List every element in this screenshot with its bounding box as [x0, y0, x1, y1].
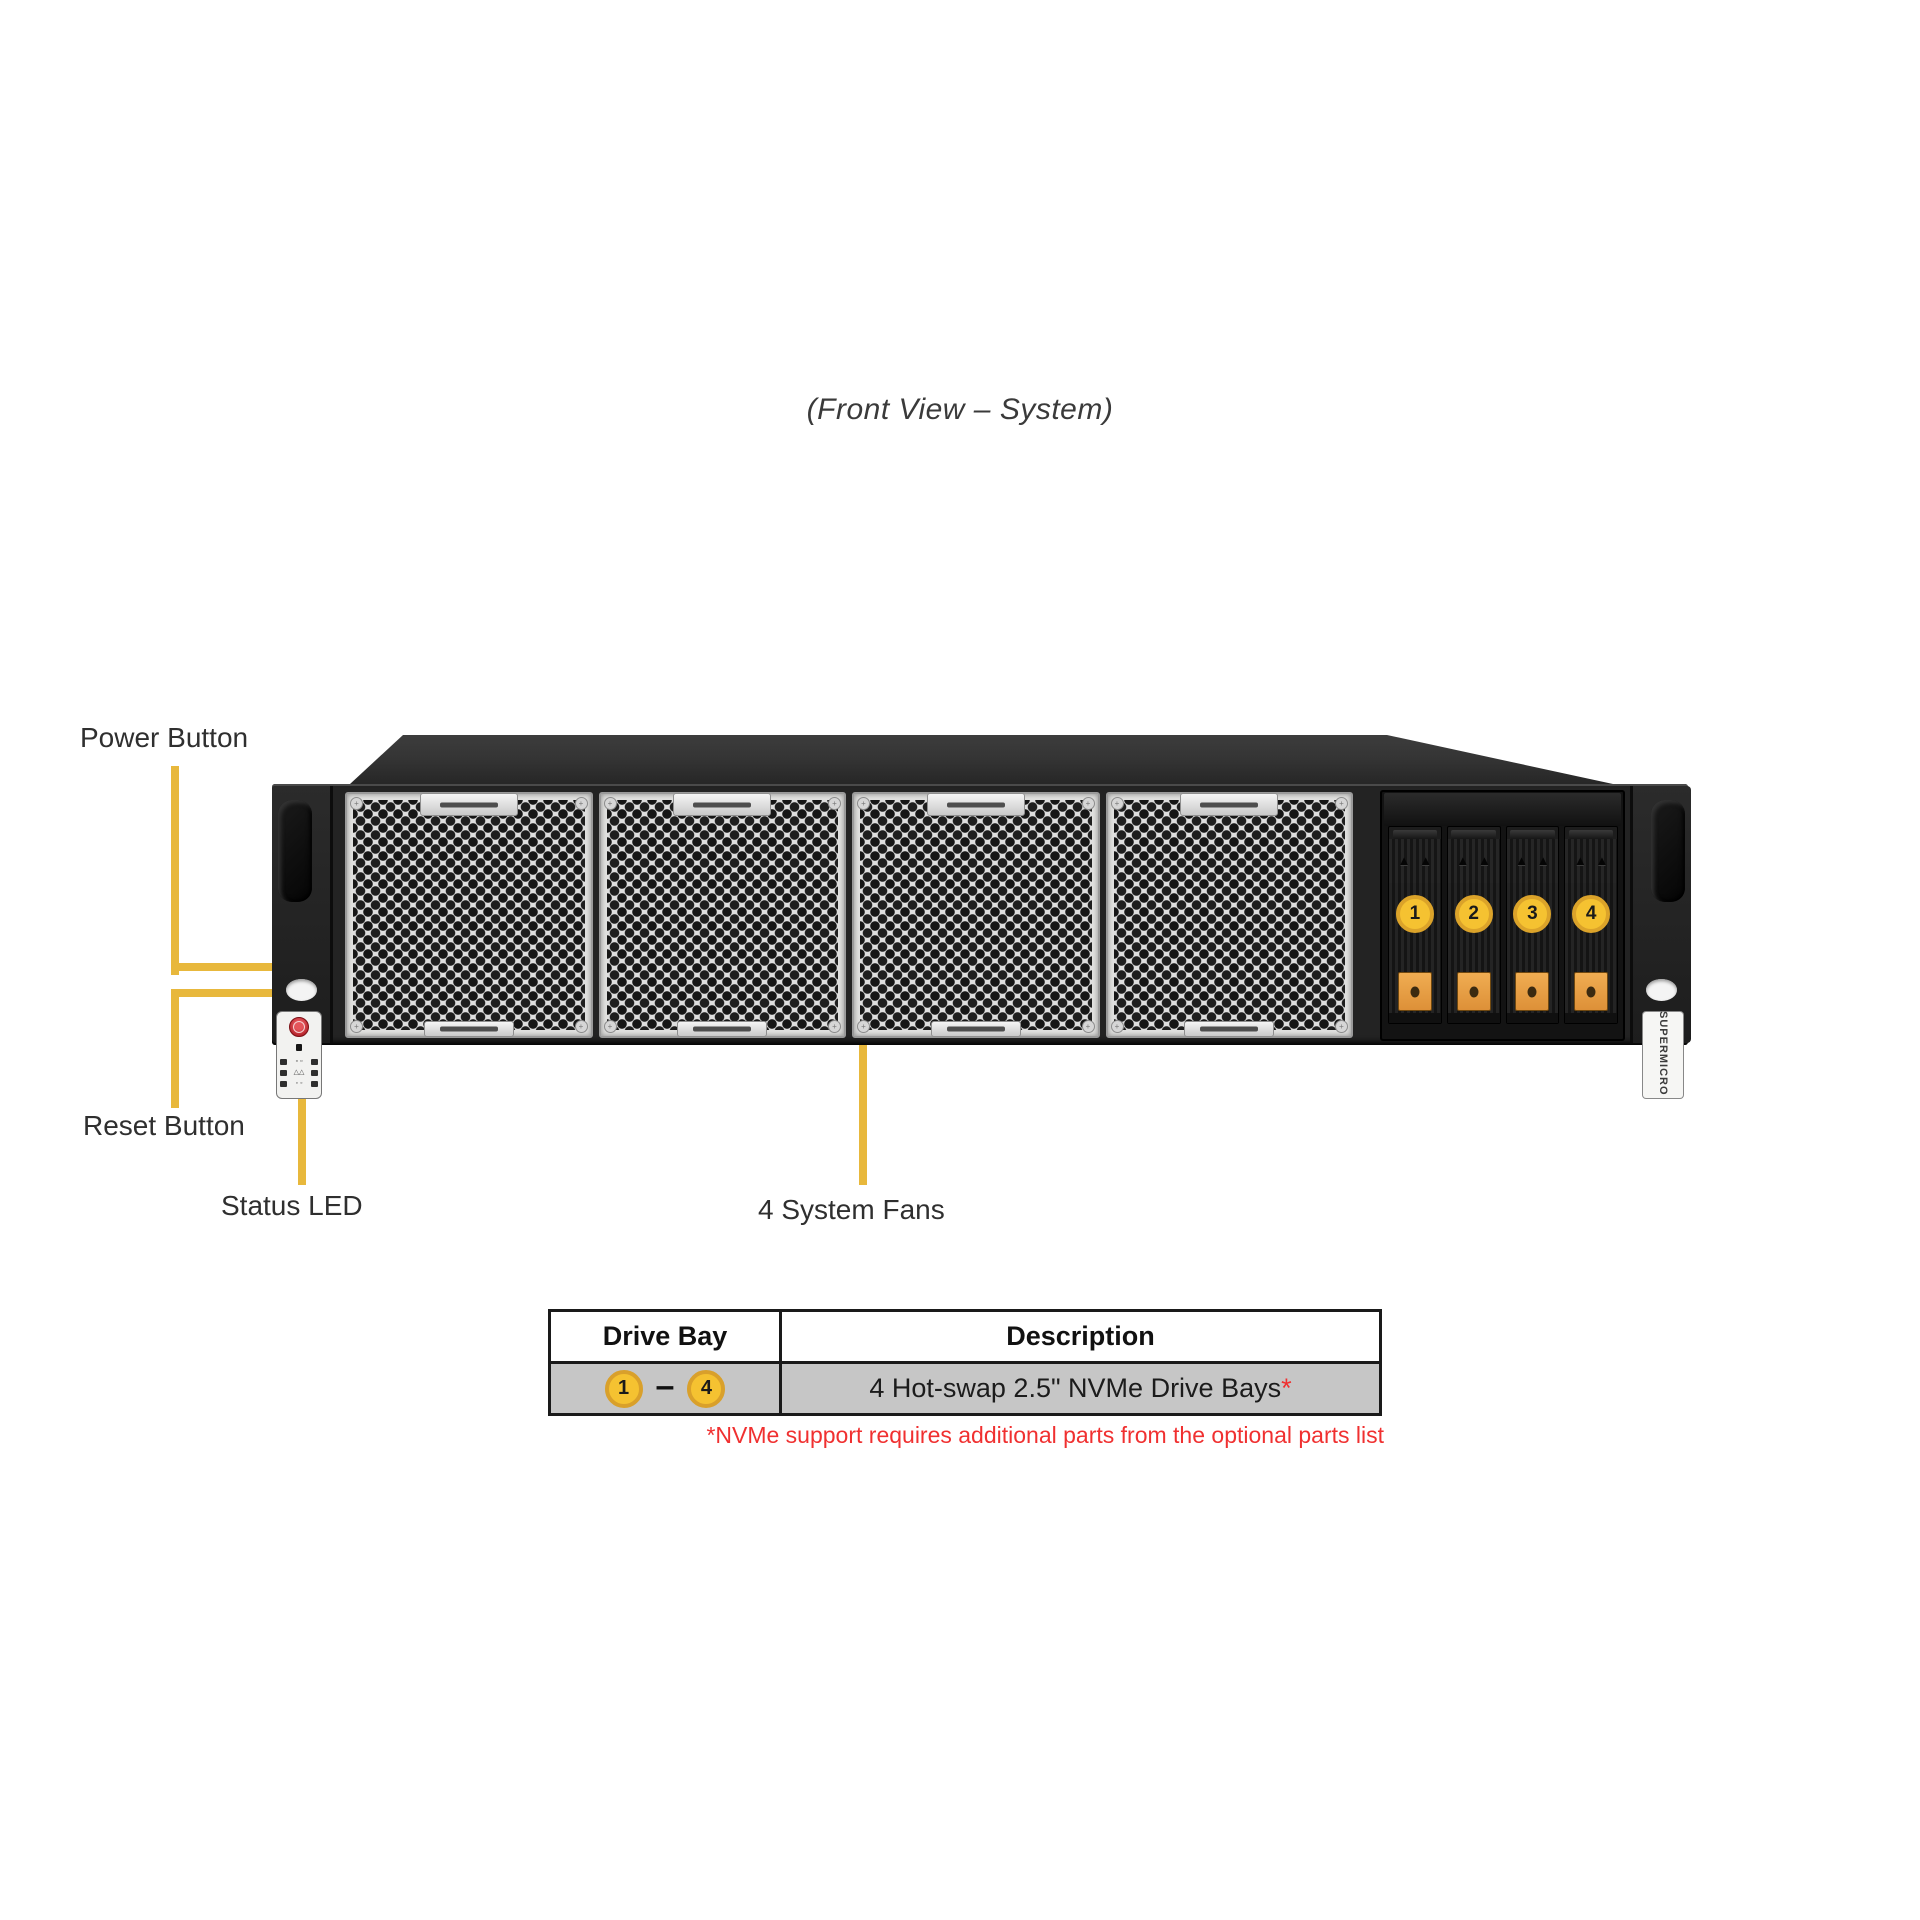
drive-bay-header: Drive Bay: [548, 1309, 782, 1364]
drive-tray: ▲▲ 1: [1388, 826, 1442, 1024]
fan-latch-top: [1180, 793, 1279, 816]
bay-start-badge: 1: [604, 1369, 643, 1408]
tray-latch-arrows: ▲▲: [1565, 839, 1617, 883]
fan-latch-bottom: [677, 1021, 768, 1037]
bay-range-dash: –: [655, 1366, 675, 1405]
left-handle: [278, 800, 312, 902]
bay-end-badge: 4: [687, 1369, 726, 1408]
fan-latch-bottom: [423, 1021, 514, 1037]
status-callout-line: [298, 1040, 306, 1185]
drive-tray: ▲▲ 3: [1505, 826, 1560, 1024]
chassis-top-face: [350, 735, 1613, 784]
fans-callout-line: [859, 1038, 867, 1185]
fan-grille: [860, 800, 1092, 1030]
screw-icon: +: [574, 1020, 588, 1033]
bay-description-text: 4 Hot-swap 2.5" NVMe Drive Bays: [869, 1373, 1282, 1403]
tray-bottom: [1389, 1013, 1441, 1023]
fan-module: + + + +: [598, 792, 846, 1038]
tray-handle: [1392, 830, 1438, 839]
bay-number-badge: 3: [1513, 895, 1552, 933]
screw-icon: +: [1110, 1020, 1124, 1033]
screw-icon: +: [828, 1020, 841, 1033]
brand-badge: SUPERMICRO: [1643, 1011, 1683, 1098]
screw-icon: +: [1081, 797, 1095, 810]
tray-latch-arrows: ▲▲: [1389, 839, 1441, 883]
tray-latch-arrows: ▲▲: [1447, 839, 1500, 883]
power-button: [289, 1017, 309, 1037]
server-chassis: ▫ ▫ △△ ◦ ◦ + + + + + + + + + + + + + + + + ▲▲ 1 ▲▲ 2 ▲▲ 3 ▲▲ 4…: [272, 728, 1691, 1098]
reset-callout-line: [171, 989, 294, 997]
reset-button-label: Reset Button: [83, 1110, 245, 1141]
fan-module: + + + +: [345, 792, 593, 1038]
system-fans-label: 4 System Fans: [758, 1194, 945, 1225]
status-led-label: Status LED: [221, 1190, 363, 1221]
table-header-row: Drive Bay Description: [548, 1309, 1382, 1364]
screw-icon: +: [1335, 797, 1348, 810]
left-ear-hole: [286, 979, 317, 1001]
page-title: (Front View – System): [806, 393, 1114, 426]
fan-latch-bottom: [1184, 1021, 1275, 1037]
tray-release-latch: [1397, 972, 1432, 1011]
nvme-footnote: *NVMe support requires additional parts …: [706, 1422, 1384, 1448]
fan-grille: [606, 800, 838, 1030]
tray-release-latch: [1574, 972, 1609, 1011]
power-callout-line: [171, 963, 289, 971]
tray-handle: [1451, 830, 1496, 839]
front-control-panel: ▫ ▫ △△ ◦ ◦: [277, 1012, 321, 1098]
screw-icon: +: [603, 797, 617, 810]
tray-bottom: [1565, 1013, 1617, 1023]
tray-release-latch: [1456, 972, 1491, 1011]
drive-tray-row: ▲▲ 1 ▲▲ 2 ▲▲ 3 ▲▲ 4: [1388, 826, 1618, 1024]
bay-range-cell: 1 – 4: [548, 1361, 782, 1416]
screw-icon: +: [1110, 797, 1124, 810]
fan-latch-bottom: [930, 1021, 1021, 1037]
footnote-asterisk: *: [1281, 1373, 1292, 1403]
tray-latch-arrows: ▲▲: [1506, 839, 1559, 883]
screw-icon: +: [350, 797, 363, 810]
description-header: Description: [779, 1309, 1382, 1364]
reset-callout-line: [171, 989, 179, 1108]
right-rack-ear: SUPERMICRO: [1630, 786, 1691, 1098]
fan-latch-top: [926, 793, 1025, 816]
tray-release-latch: [1515, 972, 1550, 1011]
screw-icon: +: [350, 1020, 363, 1033]
fan-module: + + + +: [1105, 792, 1353, 1038]
fan-grille: [353, 800, 585, 1030]
right-ear-hole: [1646, 979, 1677, 1001]
screw-icon: +: [857, 1020, 870, 1033]
fan-latch-top: [673, 793, 772, 816]
drive-cage-bezel: [1384, 793, 1621, 826]
drive-tray: ▲▲ 4: [1564, 826, 1618, 1024]
tray-bottom: [1506, 1013, 1559, 1023]
tray-handle: [1568, 830, 1614, 839]
screw-icon: +: [828, 797, 841, 810]
status-led-icons: ▫ ▫ △△ ◦ ◦: [280, 1057, 318, 1088]
bay-number-badge: 2: [1454, 895, 1493, 933]
brand-logo-text: SUPERMICRO: [1657, 1011, 1669, 1096]
fan-latch-top: [419, 793, 518, 816]
power-button-label: Power Button: [80, 722, 249, 753]
bay-description-cell: 4 Hot-swap 2.5" NVMe Drive Bays*: [779, 1361, 1382, 1416]
screw-icon: +: [574, 797, 588, 810]
fan-module: + + + +: [852, 792, 1100, 1038]
table-row: 1 – 4 4 Hot-swap 2.5" NVMe Drive Bays*: [548, 1361, 1382, 1416]
power-callout-line: [171, 766, 179, 975]
screw-icon: +: [857, 797, 870, 810]
screw-icon: +: [603, 1020, 617, 1033]
fan-grille: [1113, 800, 1345, 1030]
reset-button: [296, 1044, 302, 1051]
tray-bottom: [1447, 1013, 1500, 1023]
drive-bay-cage: ▲▲ 1 ▲▲ 2 ▲▲ 3 ▲▲ 4: [1380, 790, 1625, 1041]
left-rack-ear: ▫ ▫ △△ ◦ ◦: [272, 786, 333, 1098]
screw-icon: +: [1335, 1020, 1348, 1033]
bay-number-badge: 1: [1395, 895, 1434, 933]
system-fan-row: + + + + + + + + + + + + + + + +: [345, 792, 1353, 1038]
bay-number-badge: 4: [1572, 895, 1611, 933]
screw-icon: +: [1081, 1020, 1095, 1033]
drive-bay-table: Drive Bay Description 1 – 4 4 Hot-swap 2…: [548, 1309, 1382, 1416]
right-handle: [1651, 800, 1685, 902]
tray-handle: [1510, 830, 1555, 839]
drive-tray: ▲▲ 2: [1446, 826, 1501, 1024]
